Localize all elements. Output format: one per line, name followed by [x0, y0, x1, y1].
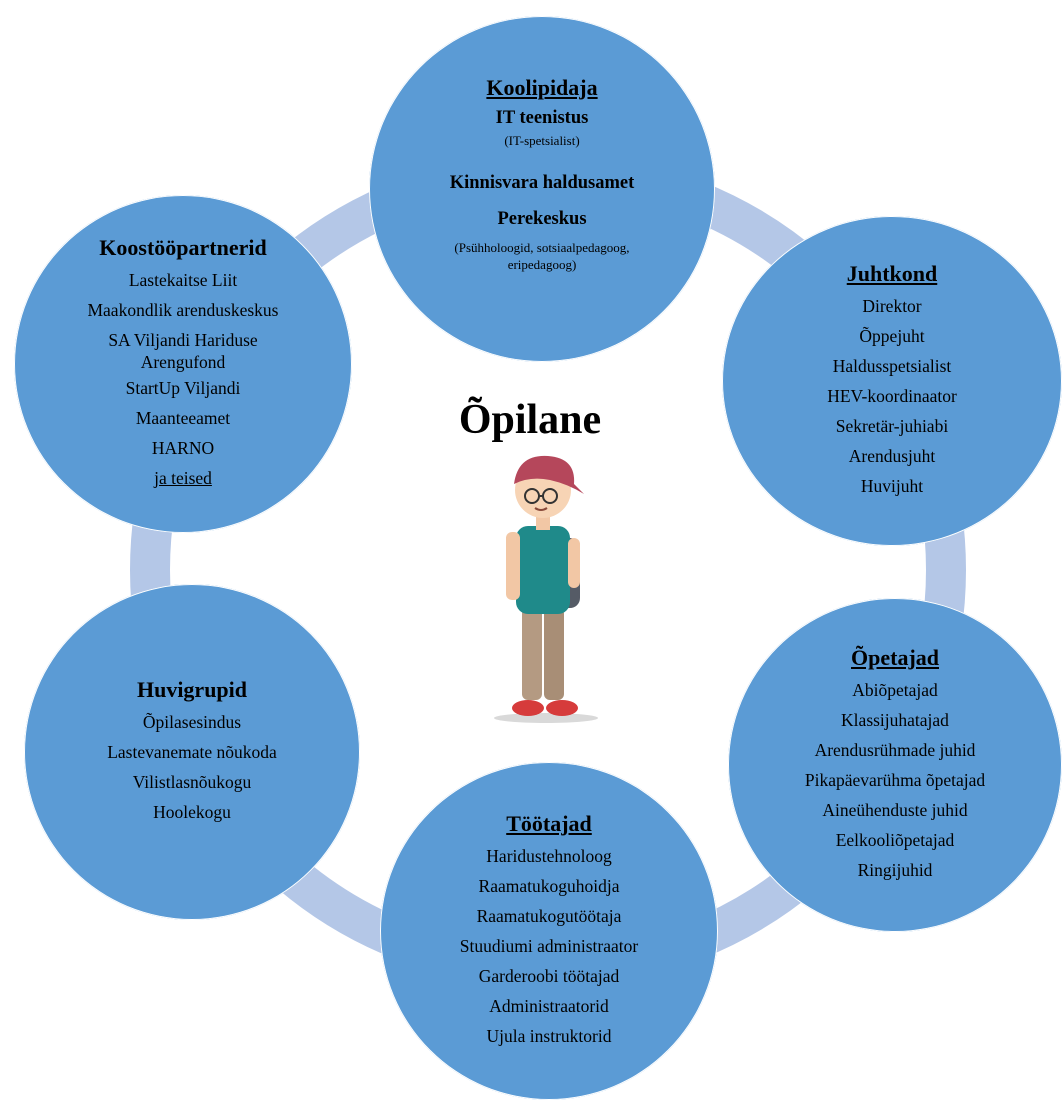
node-huvigrupid-item: Õpilasesindus — [142, 711, 242, 732]
shirt — [516, 526, 570, 614]
node-tootajad-title: Töötajad — [506, 811, 592, 837]
left-arm — [506, 532, 520, 600]
node-koostoo-item: Maakondlik arenduskeskus — [87, 299, 279, 320]
cap — [514, 455, 584, 494]
node-huvigrupid-title: Huvigrupid — [136, 677, 248, 703]
node-huvigrupid-item: Vilistlasnõukogu — [132, 771, 252, 792]
node-tootajad-item: Ujula instruktorid — [486, 1025, 612, 1046]
node-koostoo-item: ja teised — [154, 467, 212, 488]
node-huvigrupid-item: Hoolekogu — [153, 801, 231, 822]
ground-shadow — [494, 713, 598, 723]
node-koostoo-title: Koostööpartnerid — [99, 235, 267, 261]
node-opetajad: Õpetajad Abiõpetajad Klassijuhatajad Are… — [728, 598, 1062, 932]
node-juhtkond-title: Juhtkond — [846, 261, 938, 287]
node-koolipidaja-perekeskus-sub-1: (Psühholoogid, sotsiaalpedagoog, — [454, 240, 630, 256]
node-koostoo-item: StartUp Viljandi — [125, 377, 241, 398]
node-tootajad-item: Haridustehnoloog — [486, 845, 612, 866]
node-juhtkond-item: Direktor — [862, 295, 922, 316]
node-juhtkond-item: Haldusspetsialist — [832, 355, 952, 376]
node-koostoo-item: SA Viljandi Hariduse — [108, 329, 258, 350]
node-koostoo-item: Lastekaitse Liit — [128, 269, 238, 290]
node-opetajad-item: Aineühenduste juhid — [822, 799, 968, 820]
left-leg — [522, 608, 542, 700]
smile — [534, 507, 548, 511]
node-koostoo-item: Maanteeamet — [135, 407, 231, 428]
node-opetajad-item: Abiõpetajad — [852, 679, 938, 700]
node-tootajad: Töötajad Haridustehnoloog Raamatukoguhoi… — [380, 762, 718, 1100]
node-koolipidaja-it-sub: (IT-spetsialist) — [504, 133, 580, 149]
student-illustration — [494, 455, 598, 723]
node-koolipidaja: Koolipidaja IT teenistus (IT-spetsialist… — [369, 16, 715, 362]
node-koostoo-item: HARNO — [151, 437, 215, 458]
node-koolipidaja-it: IT teenistus — [495, 108, 589, 129]
node-tootajad-item: Garderoobi töötajad — [478, 965, 620, 986]
node-huvigrupid: Huvigrupid Õpilasesindus Lastevanemate n… — [24, 584, 360, 920]
node-huvigrupid-item: Lastevanemate nõukoda — [107, 741, 277, 762]
node-juhtkond-item: Õppejuht — [859, 325, 925, 346]
node-juhtkond-item: Sekretär-juhiabi — [835, 415, 949, 436]
left-shoe — [512, 700, 544, 716]
right-shoe — [546, 700, 578, 716]
node-opetajad-item: Eelkooliõpetajad — [835, 829, 955, 850]
right-leg — [544, 608, 564, 700]
node-juhtkond: Juhtkond Direktor Õppejuht Haldusspetsia… — [722, 216, 1062, 546]
right-arm — [568, 538, 580, 588]
node-opetajad-item: Pikapäevarühma õpetajad — [804, 769, 986, 790]
node-juhtkond-item: Arendusjuht — [848, 445, 936, 466]
node-tootajad-item: Administraatorid — [489, 995, 609, 1016]
node-koostoo-item: Arengufond — [140, 351, 226, 372]
node-juhtkond-item: HEV-koordinaator — [827, 385, 957, 406]
neck — [536, 514, 550, 530]
node-tootajad-item: Stuudiumi administraator — [459, 935, 639, 956]
node-koolipidaja-perekeskus: Perekeskus — [497, 209, 587, 230]
node-koolipidaja-perekeskus-sub-2: eripedagoog) — [507, 257, 577, 273]
node-opetajad-item: Ringijuhid — [857, 859, 933, 880]
node-koostoo: Koostööpartnerid Lastekaitse Liit Maakon… — [14, 195, 352, 533]
node-opetajad-item: Arendusrühmade juhid — [814, 739, 976, 760]
node-opetajad-title: Õpetajad — [851, 645, 939, 671]
node-tootajad-item: Raamatukoguhoidja — [478, 875, 620, 896]
center-label: Õpilane — [458, 397, 602, 443]
node-opetajad-item: Klassijuhatajad — [841, 709, 949, 730]
node-koolipidaja-kinnisvara: Kinnisvara haldusamet — [449, 173, 635, 194]
node-koolipidaja-title: Koolipidaja — [486, 74, 598, 100]
node-juhtkond-item: Huvijuht — [860, 475, 924, 496]
node-tootajad-item: Raamatukogutöötaja — [476, 905, 622, 926]
